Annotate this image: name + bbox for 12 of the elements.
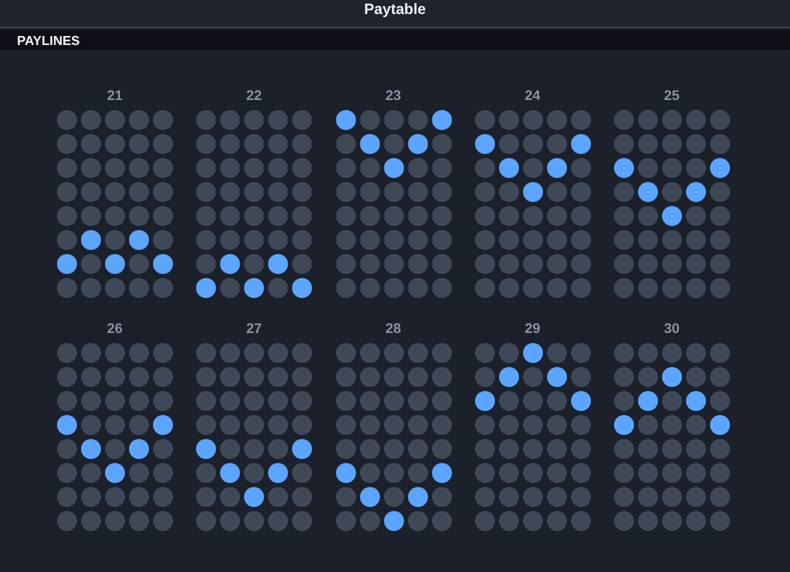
payline-number: 28 [386, 321, 402, 336]
page-title: Paytable [364, 1, 426, 18]
payline-number: 26 [107, 321, 123, 336]
payline-number: 30 [664, 321, 680, 336]
payline-number: 29 [524, 321, 540, 336]
payline-number: 24 [524, 88, 540, 103]
payline-number: 25 [664, 88, 680, 103]
payline-number: 23 [386, 88, 402, 103]
payline-number: 21 [107, 88, 123, 103]
payline-number: 22 [246, 88, 262, 103]
section-heading: PAYLINES [17, 34, 80, 48]
payline-number: 27 [246, 321, 262, 336]
